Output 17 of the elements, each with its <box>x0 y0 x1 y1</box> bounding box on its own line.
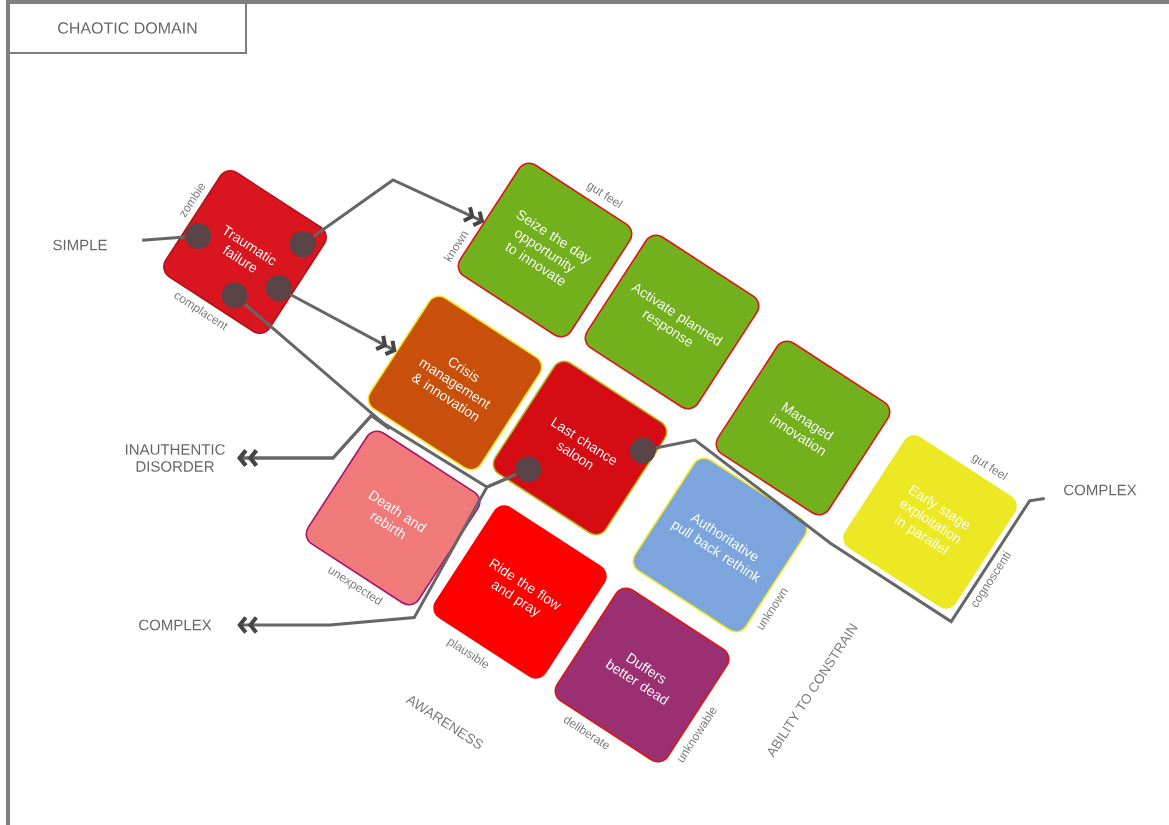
domain-label: INAUTHENTIC DISORDER <box>125 444 225 472</box>
side-label: gut feel <box>971 455 1009 481</box>
dot-marker <box>185 222 212 249</box>
domain-label: COMPLEX <box>139 619 212 631</box>
arrow <box>289 293 397 356</box>
dot-marker <box>515 456 542 483</box>
side-label: gut feel <box>586 183 624 209</box>
connector-line <box>142 235 186 242</box>
dot-marker <box>629 437 656 464</box>
arrow <box>237 473 517 634</box>
dot-marker <box>265 275 292 302</box>
dot-marker <box>289 231 316 258</box>
domain-label: SIMPLE <box>53 239 107 251</box>
arrow <box>312 178 485 238</box>
title-box: CHAOTIC DOMAIN <box>8 2 247 54</box>
domain-label: COMPLEX <box>1064 484 1137 496</box>
connector-line <box>655 438 1045 624</box>
